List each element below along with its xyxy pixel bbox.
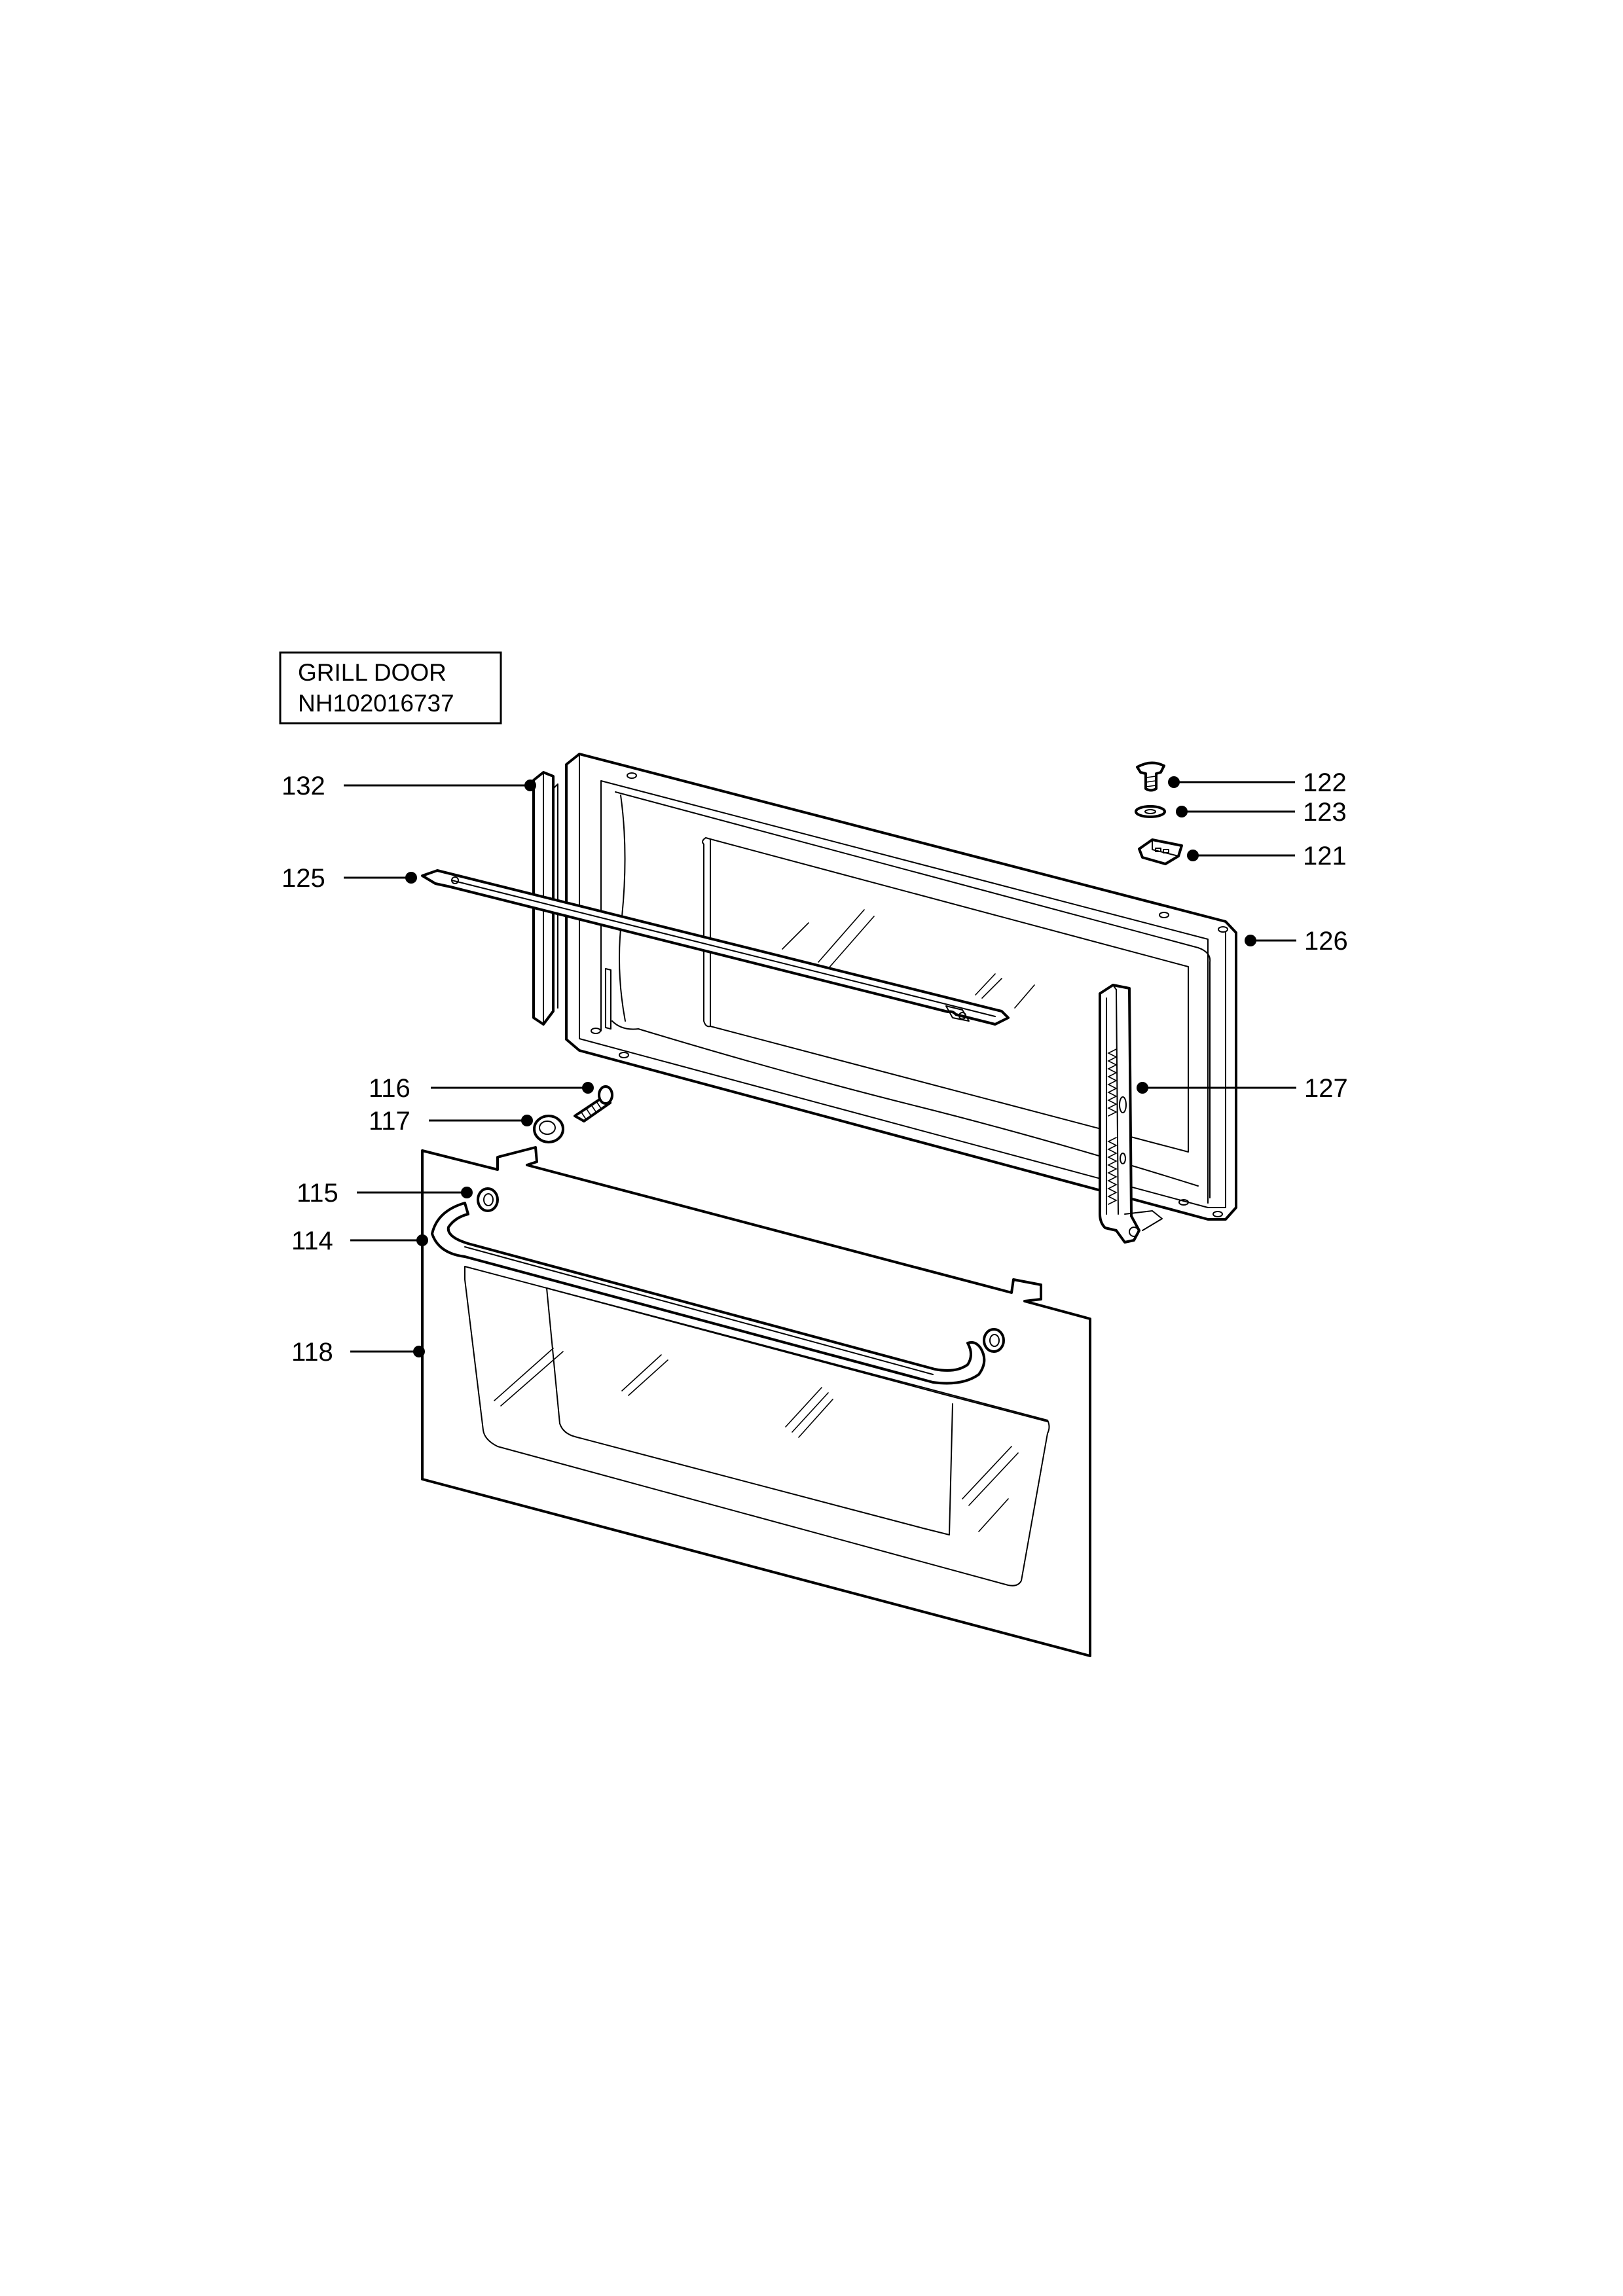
top-trim-bar: [421, 869, 1010, 1026]
callout-122: 122: [1168, 768, 1347, 797]
door-handle: [431, 1202, 986, 1385]
callout-114: 114: [291, 1227, 428, 1255]
callout-125: 125: [282, 864, 417, 893]
callout-label-116: 116: [369, 1074, 410, 1103]
callout-label-118: 118: [291, 1338, 333, 1367]
title-box: GRILL DOOR NH102016737: [279, 651, 502, 725]
callout-label-117: 117: [369, 1107, 410, 1136]
callout-127: 127: [1137, 1074, 1348, 1103]
callout-label-121: 121: [1303, 842, 1347, 870]
title-line-2: NH102016737: [298, 690, 454, 717]
callout-label-132: 132: [282, 772, 325, 800]
washer-part: [1135, 805, 1166, 818]
callout-label-125: 125: [282, 864, 325, 893]
callout-123: 123: [1176, 798, 1347, 827]
spacer-part: [533, 1115, 564, 1143]
bolt-part: [574, 1085, 613, 1122]
screw-part: [1136, 761, 1165, 792]
callout-117: 117: [369, 1107, 533, 1136]
callout-132: 132: [282, 772, 536, 800]
callout-label-114: 114: [291, 1227, 333, 1255]
callout-121: 121: [1187, 842, 1347, 870]
callout-116: 116: [369, 1074, 594, 1103]
callout-label-122: 122: [1303, 768, 1347, 797]
handle-cap-right: [983, 1328, 1005, 1353]
callout-label-115: 115: [297, 1179, 338, 1208]
title-line-1: GRILL DOOR: [298, 659, 447, 686]
handle-cap-left: [477, 1187, 499, 1212]
title-box-frame: [279, 651, 502, 725]
door-hinge: [1099, 984, 1163, 1244]
clip-part: [1138, 838, 1183, 865]
outer-door-glass-panel: [421, 1146, 1091, 1657]
callout-126: 126: [1245, 927, 1348, 956]
callout-label-123: 123: [1303, 798, 1347, 827]
callout-label-126: 126: [1304, 927, 1348, 956]
callout-118: 118: [291, 1338, 425, 1367]
callout-label-127: 127: [1304, 1074, 1348, 1103]
callout-115: 115: [297, 1179, 473, 1208]
